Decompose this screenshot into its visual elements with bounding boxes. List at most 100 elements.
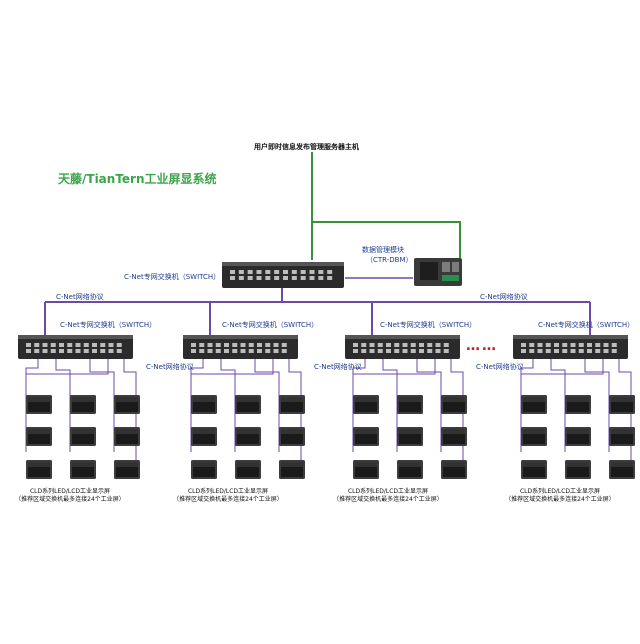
screen-glare — [193, 397, 215, 402]
switch-port — [215, 343, 221, 347]
switch-port — [443, 343, 449, 347]
screen-glare — [193, 429, 215, 434]
screen-cable — [190, 359, 274, 452]
system-title: 天藤/TianTern工业屏显系统 — [58, 172, 217, 186]
switch-port — [247, 276, 253, 280]
switch-label-4: C-Net专网交换机（SWITCH） — [538, 321, 635, 329]
screen-glare — [116, 397, 138, 402]
switch-port — [554, 343, 559, 347]
lcd-screen — [353, 395, 379, 414]
dbm-module — [414, 258, 462, 286]
lcd-screen — [521, 460, 547, 479]
switch-port — [100, 343, 106, 347]
switch-port — [238, 270, 244, 274]
switch-port — [394, 349, 400, 353]
switch-port — [273, 343, 279, 347]
screen-glare — [567, 462, 589, 467]
switch-port — [256, 270, 262, 274]
switch-port — [562, 343, 568, 347]
switch-port — [521, 343, 526, 347]
switch-port — [224, 343, 229, 347]
switch-port — [59, 343, 64, 347]
switch-port — [108, 349, 114, 353]
switch-port — [419, 343, 424, 347]
lcd-screen — [279, 395, 305, 414]
lcd-screen — [26, 460, 52, 479]
caption-note: （推荐区域交换机最多连接24个工业屏） — [173, 496, 283, 503]
screen-glare — [443, 462, 465, 467]
switch-port — [537, 349, 543, 353]
switch-port — [92, 343, 97, 347]
caption-title: CLD系列LED/LCD工业显示屏 — [29, 488, 111, 495]
switch-port — [537, 343, 543, 347]
link-label-3: C-Net网络协议 — [476, 363, 524, 371]
switch-port — [238, 276, 244, 280]
switch-port — [265, 343, 271, 347]
switch-port — [265, 270, 271, 274]
switch-port — [377, 349, 383, 353]
switch-port — [327, 276, 333, 280]
switch-port — [300, 276, 306, 280]
switch-port — [353, 343, 358, 347]
screen-glare — [237, 429, 259, 434]
switch-port — [59, 349, 64, 353]
switch-port — [92, 349, 97, 353]
access-switch — [183, 335, 298, 359]
lcd-screen — [609, 427, 635, 446]
switch-port — [199, 349, 205, 353]
switch-port — [435, 343, 441, 347]
link-label-2: C-Net网络协议 — [314, 363, 362, 371]
screen-glare — [281, 429, 303, 434]
switch-top — [513, 335, 628, 339]
switch-port — [578, 343, 584, 347]
switch-port — [587, 343, 592, 347]
switch-port — [402, 349, 408, 353]
switch-port — [394, 343, 400, 347]
switch-port — [75, 349, 81, 353]
switch-port — [83, 343, 89, 347]
screen-glare — [611, 429, 633, 434]
switch-port — [578, 349, 584, 353]
lcd-screen — [397, 460, 423, 479]
backbone-label-left: C-Net网络协议 — [56, 293, 104, 301]
switch-port — [291, 270, 297, 274]
switch-port — [273, 349, 279, 353]
switch-port — [215, 349, 221, 353]
lcd-screen — [565, 427, 591, 446]
switch-port — [199, 343, 205, 347]
switch-port — [224, 349, 229, 353]
switch-port — [230, 270, 235, 274]
switch-port — [419, 349, 424, 353]
lcd-screen — [235, 427, 261, 446]
screen-cable — [450, 359, 464, 470]
access-switch — [513, 335, 628, 359]
switch-port — [274, 276, 280, 280]
switch-port — [283, 276, 288, 280]
screen-glare — [355, 397, 377, 402]
screen-glare — [399, 429, 421, 434]
switch-groups — [18, 335, 635, 479]
switch-port — [300, 270, 306, 274]
screen-glare — [443, 397, 465, 402]
lcd-screen — [353, 460, 379, 479]
screen-glare — [28, 462, 50, 467]
switch-port — [34, 343, 40, 347]
screen-cable — [618, 359, 632, 470]
screen-glare — [355, 429, 377, 434]
screen-glare — [523, 429, 545, 434]
screen-glare — [611, 397, 633, 402]
caption-note: （推荐区域交换机最多连接24个工业屏） — [333, 496, 443, 503]
switch-port — [611, 349, 617, 353]
dbm-label-2: （CTR-DBM） — [366, 256, 413, 264]
switch-top — [183, 335, 298, 339]
switch-port — [309, 270, 315, 274]
switch-port — [377, 343, 383, 347]
switch-port — [369, 343, 375, 347]
screen-glare — [523, 397, 545, 402]
switch-port — [554, 349, 559, 353]
screen-glare — [72, 397, 94, 402]
switch-port — [42, 343, 48, 347]
switch-port — [587, 349, 592, 353]
switch-port — [274, 270, 280, 274]
